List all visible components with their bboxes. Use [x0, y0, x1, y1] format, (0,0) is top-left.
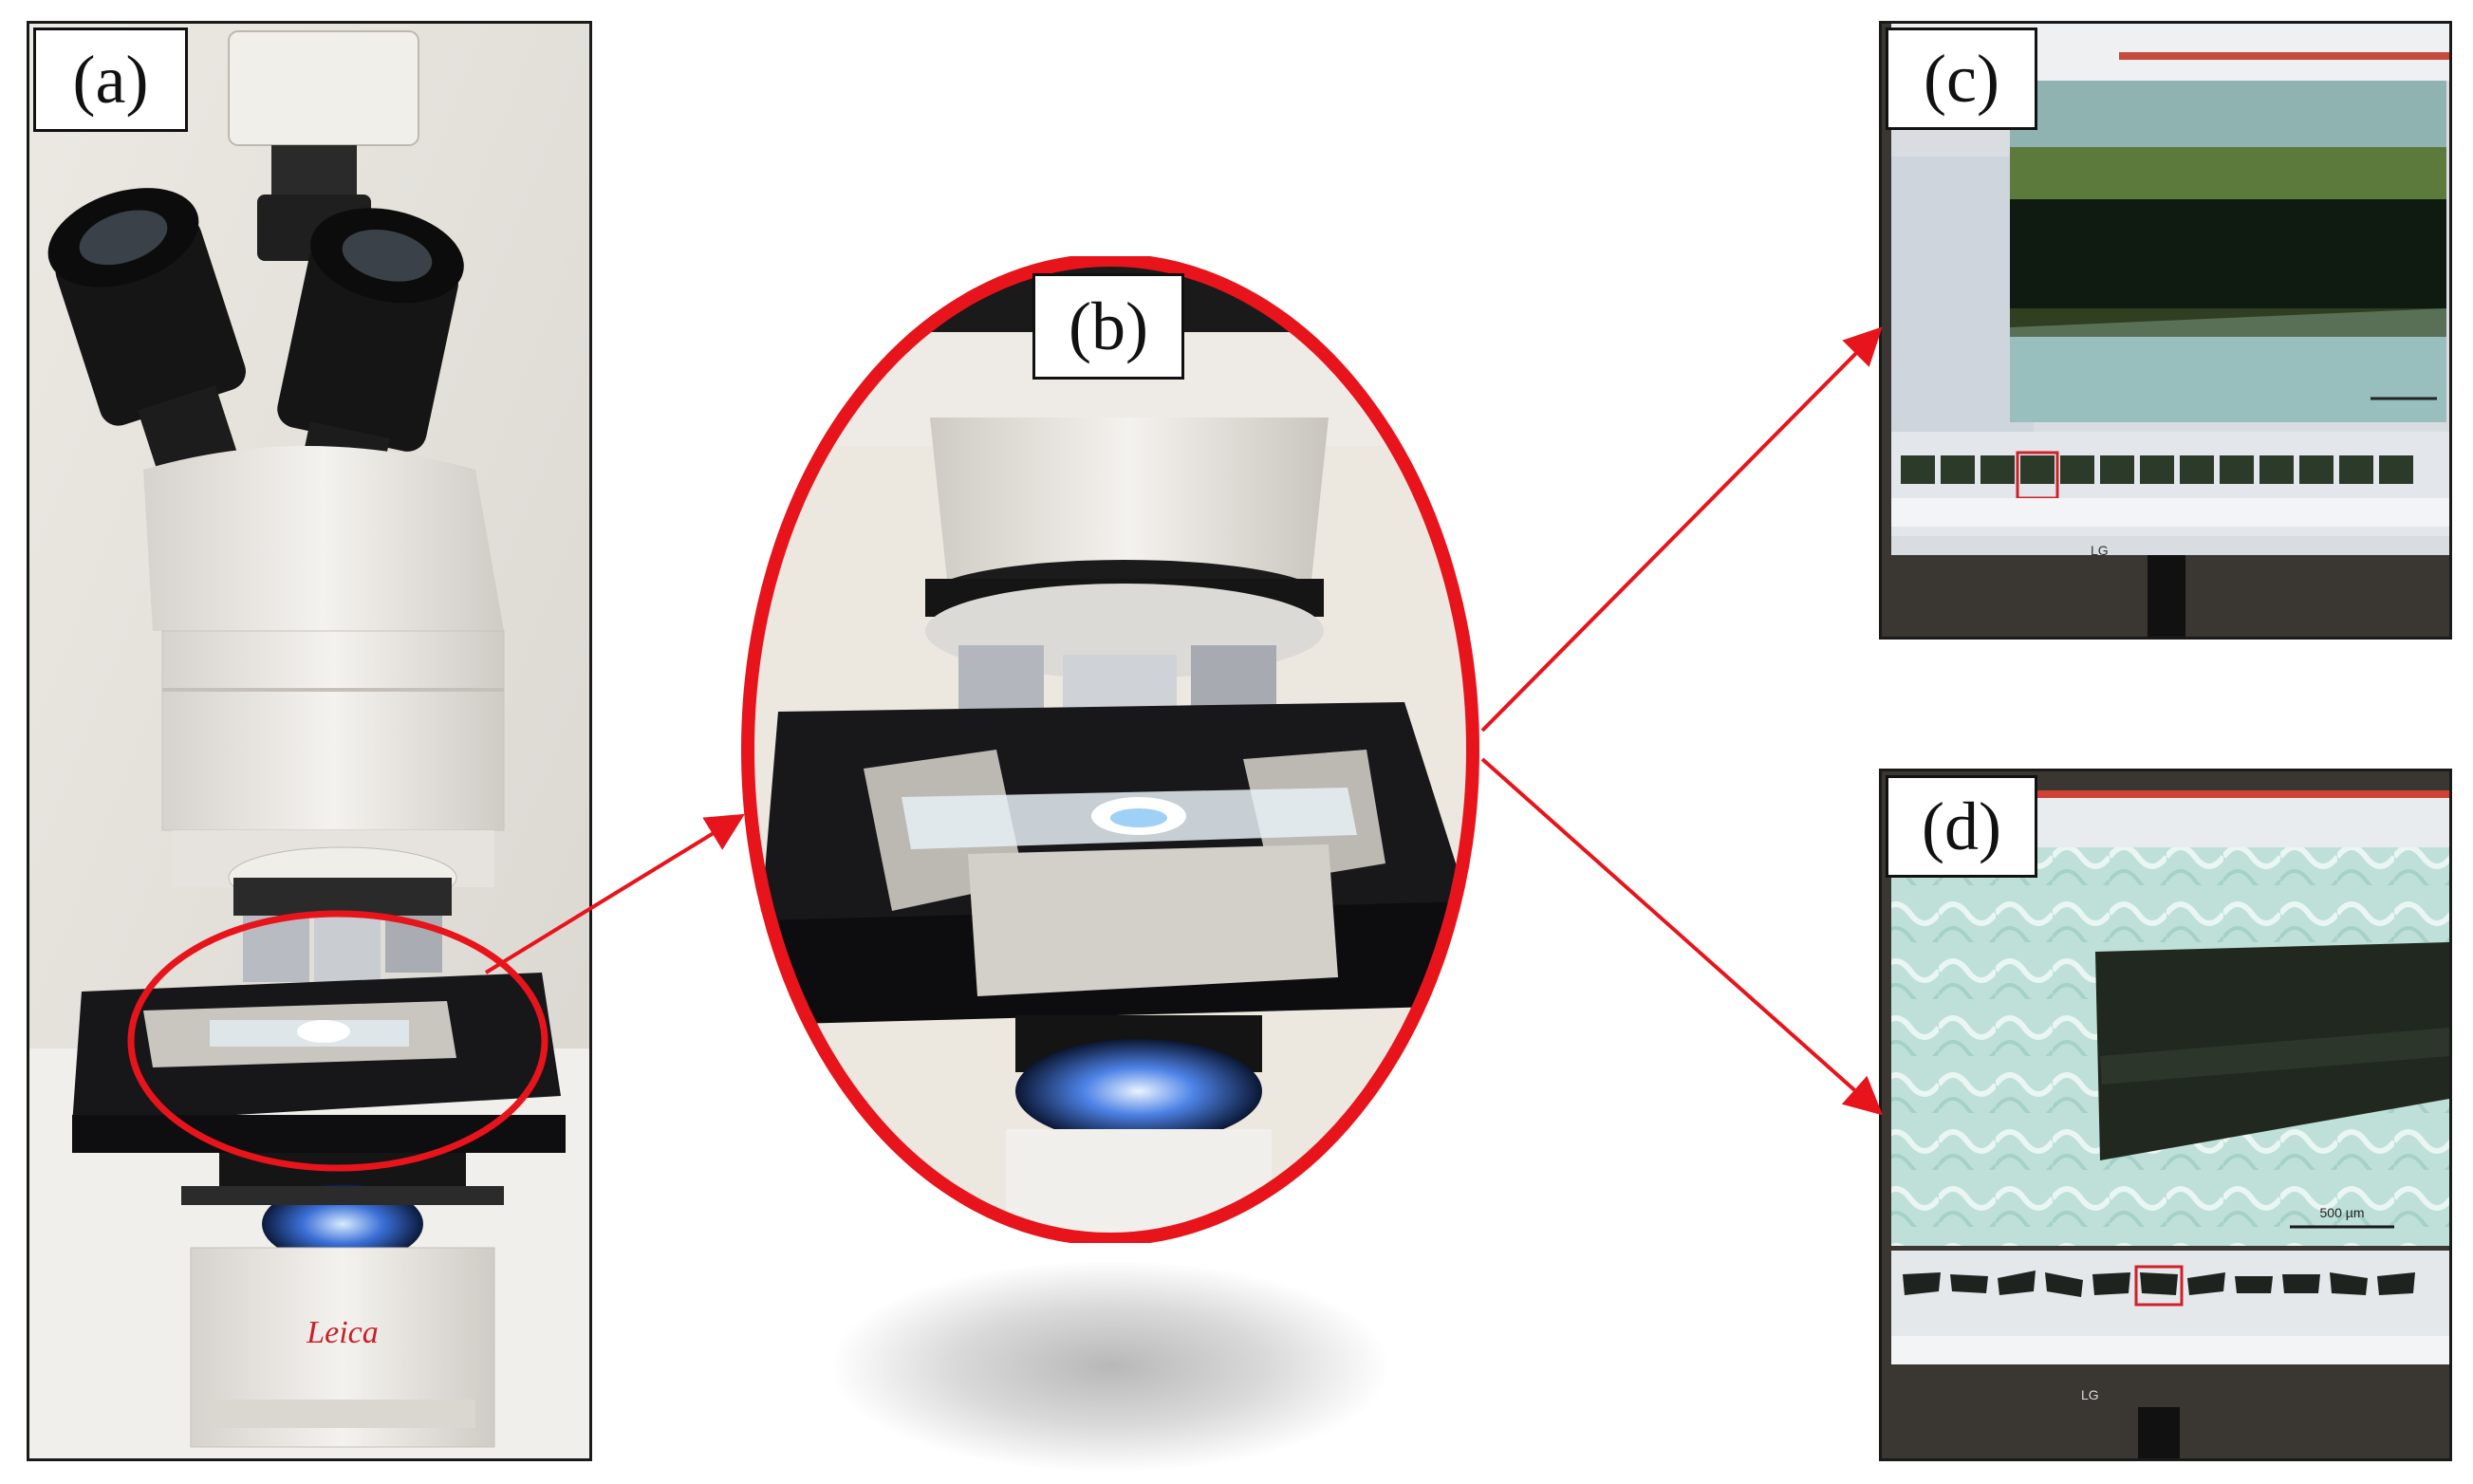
panel-b-shadow — [835, 1262, 1385, 1471]
arrow-right-icon — [1480, 326, 1883, 733]
scale-bar-label: 500 µm — [2320, 1205, 2365, 1220]
monitor-brand: LG — [2081, 1387, 2099, 1402]
brand-logo: Leica — [306, 1315, 379, 1350]
panel-label-d: (d) — [1886, 775, 2037, 878]
panel-c-monitor-screen: LG (c) — [1879, 21, 2452, 640]
panel-label-a: (a) — [33, 28, 188, 132]
panel-label-c: (c) — [1886, 28, 2037, 130]
arrow-right-icon — [1480, 757, 1883, 1116]
highlight-oval — [741, 256, 1479, 1243]
magnified-stage-icon — [741, 256, 1479, 1243]
panel-a-microscope-photo: Leica (a) — [27, 21, 592, 1461]
panel-label-b: (b) — [1032, 273, 1184, 380]
monitor-screen-icon: 500 µm LG — [1882, 771, 2449, 1458]
panel-d-monitor-screen: 500 µm LG (d) — [1879, 769, 2452, 1461]
panel-b-magnified-stage: (b) — [740, 256, 1480, 1243]
microscope-icon: Leica — [29, 24, 589, 1458]
highlight-circle — [127, 910, 549, 1172]
monitor-brand: LG — [2091, 543, 2109, 558]
